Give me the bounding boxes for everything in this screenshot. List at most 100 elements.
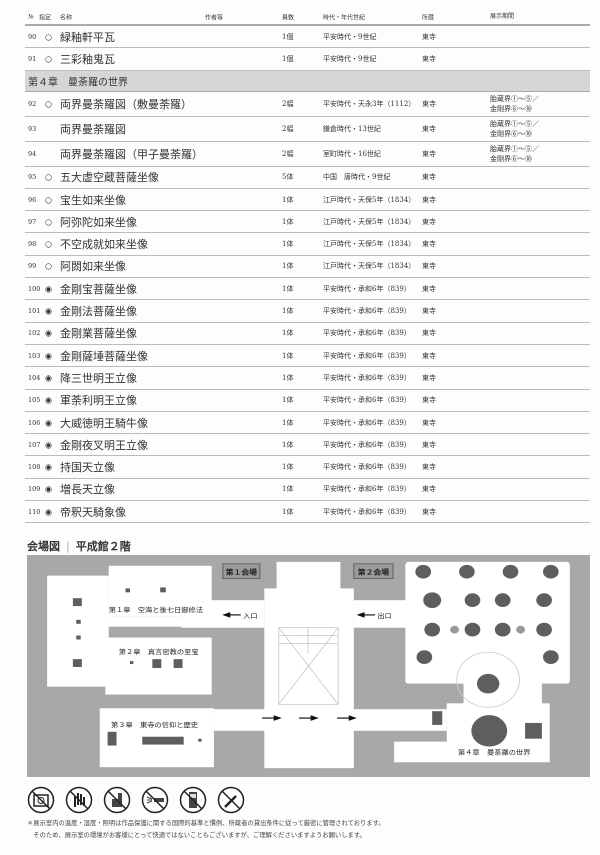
item-era: 平安時代・承和6年（839） [323,396,411,405]
designation-mark: ◉ [45,328,52,338]
item-name: 軍荼利明王立像 [60,394,137,408]
exit-label: 出口 [377,611,392,619]
item-number: 108 [28,463,41,472]
item-owner: 東寺 [422,173,436,182]
note-line: ＊展示室内の温度・湿度・照明は作品保護に関する国際的基準と慣例、所蔵者の貸出条件… [27,820,385,827]
room-chapter4-annex [394,741,451,763]
item-count: 1体 [282,418,294,427]
no-pens-icon [217,786,245,814]
item-number: 95 [28,173,37,182]
chapter1-label: 第１章 空海と後七日御修法 [109,605,204,613]
item-name: 両界曼荼羅図（甲子曼荼羅） [60,147,203,161]
item-era: 平安時代・承和6年（839） [323,373,411,382]
item-count: 2幅 [282,99,294,108]
item-owner: 東寺 [422,195,436,204]
item-name: 阿弥陀如来坐像 [60,215,137,229]
item-name: 緑釉軒平瓦 [60,30,115,44]
designation-mark: ○ [45,239,52,249]
item-era: 平安時代・承和6年（839） [323,440,411,449]
header-author: 作者等 [205,14,224,22]
item-count: 1体 [282,485,294,494]
no-flash-icon [141,786,169,814]
item-era: 平安時代・承和6年（839） [323,329,411,338]
item-count: 1体 [282,284,294,293]
item-count: 1体 [282,307,294,316]
item-era: 鎌倉時代・13世紀 [323,124,381,133]
exhibit-list-table: № 指定 名称 作者等 員数 時代・年代世紀 所蔵 展示期間 90 ○ 緑釉軒平瓦 1… [25,10,590,524]
item-number: 99 [28,262,37,271]
header-count: 員数 [282,14,295,22]
header-no: № [28,13,34,21]
item-owner: 東寺 [422,54,436,63]
header-name: 名称 [60,14,73,22]
room-chapter4-hall [405,561,570,684]
item-name: 宝生如来坐像 [60,193,126,207]
item-name: 五大虚空蔵菩薩坐像 [60,171,159,185]
item-era: 平安時代・承和6年（839） [323,307,411,316]
item-count: 1体 [282,373,294,382]
item-number: 96 [28,195,37,204]
item-number: 101 [28,307,41,316]
item-number: 105 [28,396,41,405]
hall-labels: 第１会場 第２会場 [222,563,394,579]
notes: ＊展示室内の温度・湿度・照明は作品保護に関する国際的基準と慣例、所蔵者の貸出条件… [27,818,385,842]
item-count: 1体 [282,262,294,271]
designation-mark: ◉ [45,395,52,405]
item-era: 平安時代・9世紀 [323,54,377,63]
item-era: 平安時代・天永3年（1112） [323,99,416,108]
designation-mark: ◉ [45,440,52,450]
item-count: 2幅 [282,124,294,133]
item-name: 金剛薩埵菩薩坐像 [60,349,148,363]
table-header: № 指定 名称 作者等 員数 時代・年代世紀 所蔵 展示期間 [25,10,590,26]
item-name: 三彩釉鬼瓦 [60,52,115,66]
item-era: 江戸時代・天保5年（1834） [323,217,416,226]
chapter4-label: 第４章 曼荼羅の世界 [458,748,531,756]
item-number: 103 [28,351,41,360]
item-era: 平安時代・承和6年（839） [323,284,411,293]
entrance-corridor [181,600,265,628]
item-number: 102 [28,329,41,338]
chapter2-label: 第２章 真言密教の至宝 [119,648,199,656]
item-name: 両界曼荼羅図（敷曼荼羅） [60,97,192,111]
item-era: 室町時代・16世紀 [323,149,381,158]
item-period: 胎蔵界①〜⑤／ 金剛界⑥〜⑩ [490,94,539,113]
chapter3-label: 第３章 東寺の信仰と歴史 [111,720,198,728]
item-owner: 東寺 [422,149,436,158]
no-photography-icon [27,786,55,814]
item-era: 平安時代・承和6年（839） [323,463,411,472]
item-number: 90 [28,32,37,41]
item-era: 江戸時代・天保5年（1834） [323,240,416,249]
header-period: 展示期間 [490,13,515,20]
central-hall-top [276,561,341,592]
item-count: 1個 [282,32,294,41]
item-number: 93 [28,124,37,133]
item-count: 1体 [282,463,294,472]
designation-mark: ◉ [45,373,52,383]
item-count: 1体 [282,440,294,449]
item-era: 平安時代・承和6年（839） [323,485,411,494]
designation-mark: ◉ [45,418,52,427]
designation-mark: ○ [45,217,52,227]
designation-mark: ○ [45,261,52,271]
item-count: 1個 [282,54,294,63]
designation-mark: ○ [45,32,52,42]
designation-mark: ◉ [45,306,52,316]
map-subtitle: 平成館２階 [75,540,131,553]
title-separator: | [66,540,70,553]
item-count: 1体 [282,217,294,226]
entrance-label: 入口 [243,612,258,619]
item-owner: 東寺 [422,351,436,360]
table-row: 92○両界曼荼羅図（敷曼荼羅）2幅平安時代・天永3年（1112）東寺胎蔵界①〜⑤… [25,92,590,117]
